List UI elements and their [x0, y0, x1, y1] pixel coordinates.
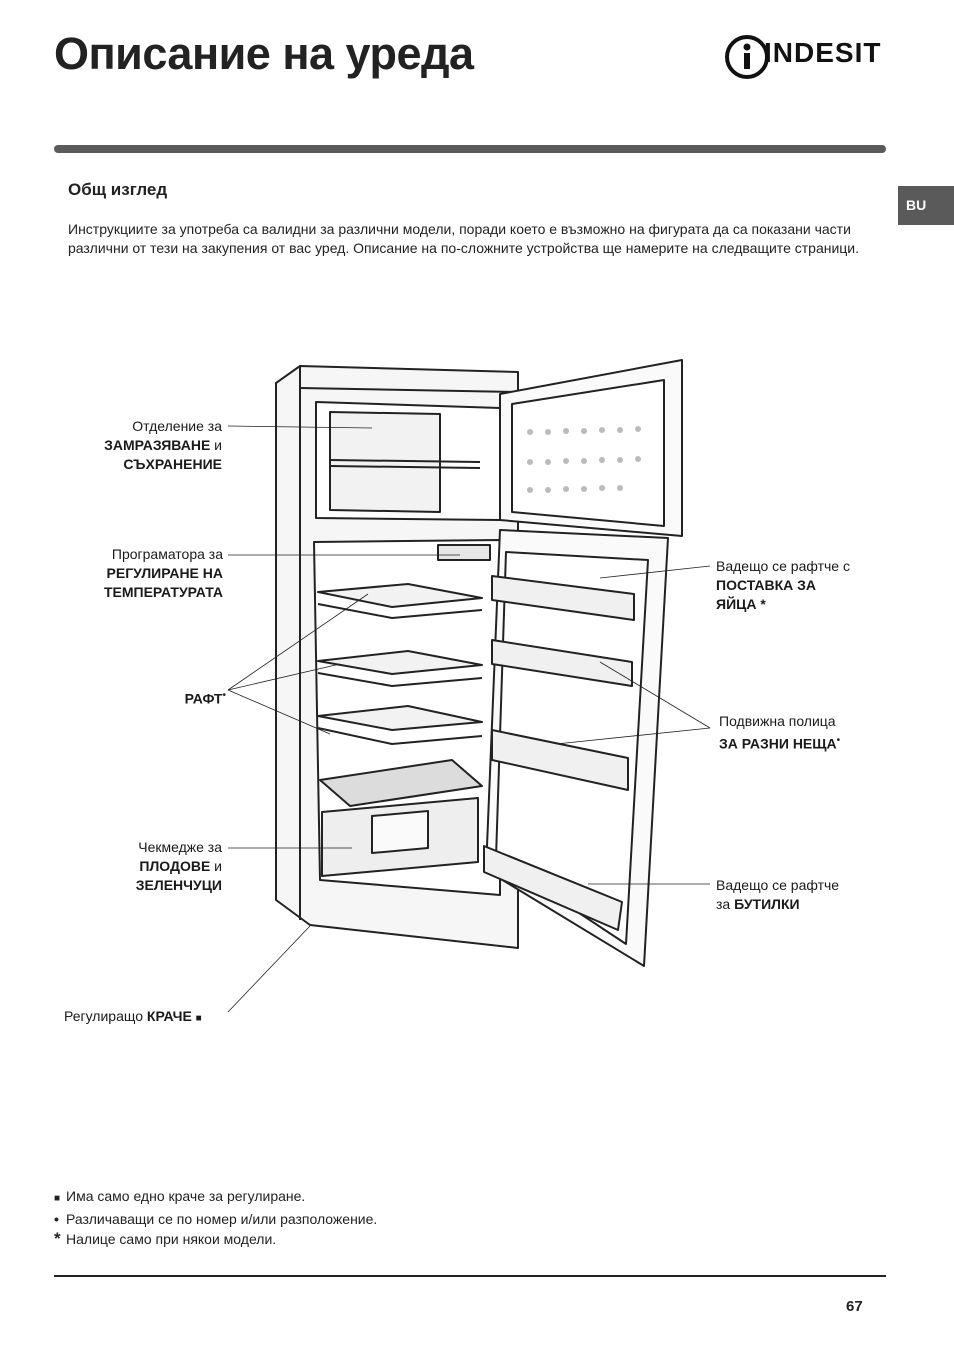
label-thermostat-line3: ТЕМПЕРАТУРАТА — [103, 584, 223, 600]
label-bottle-line2: за БУТИЛКИ — [716, 896, 800, 912]
label-bottle-rack: Вадещо се рафтче за БУТИЛКИ — [716, 876, 886, 914]
indesit-logo — [725, 35, 769, 79]
label-shelf: РАФТ• — [184, 690, 226, 707]
footnote-item: *Налице само при някои модели. — [54, 1229, 277, 1248]
fridge-illustration — [227, 359, 711, 1013]
label-thermostat-line1: Програматора за — [111, 546, 223, 562]
footnote-item: ■Има само едно краче за регулиране. — [54, 1188, 306, 1204]
page-number: 67 — [846, 1298, 863, 1315]
label-thermostat-line2: РЕГУЛИРАНЕ НА — [106, 565, 223, 581]
label-movable-line1: Подвижна полица — [719, 713, 836, 729]
label-freezer-line3: СЪХРАНЕНИЕ — [123, 456, 222, 472]
label-egg-line2: ПОСТАВКА ЗА — [716, 577, 817, 593]
label-egg-rack: Вадещо се рафтче с ПОСТАВКА ЗА ЯЙЦА * — [716, 557, 886, 614]
header-divider — [54, 145, 886, 153]
label-bottle-line1: Вадещо се рафтче — [716, 877, 840, 893]
label-crisper: Чекмедже за ПЛОДОВЕ и ЗЕЛЕНЧУЦИ — [60, 838, 222, 895]
footer-divider — [54, 1275, 886, 1277]
label-crisper-line1: Чекмедже за — [138, 839, 222, 855]
label-thermostat: Програматора за РЕГУЛИРАНЕ НА ТЕМПЕРАТУР… — [40, 545, 223, 602]
page-title: Описание на уреда — [54, 28, 474, 79]
section-heading: Общ изглед — [68, 180, 168, 199]
label-crisper-line2: ПЛОДОВЕ и — [139, 858, 222, 874]
label-egg-line1: Вадещо се рафтче с — [716, 558, 850, 574]
label-freezer-line1: Отделение за — [132, 418, 222, 434]
intro-paragraph: Инструкциите за употреба са валидни за р… — [68, 221, 860, 256]
footnote-item: •Различаващи се по номер и/или разположе… — [54, 1211, 378, 1227]
label-crisper-line3: ЗЕЛЕНЧУЦИ — [135, 877, 222, 893]
label-foot: Регулиращо КРАЧЕ ■ — [64, 1008, 202, 1024]
label-movable-shelf: Подвижна полица ЗА РАЗНИ НЕЩА• — [719, 712, 889, 754]
label-movable-line2: ЗА РАЗНИ НЕЩА• — [719, 735, 841, 752]
brand-name: INDESIT — [764, 37, 882, 68]
footnotes: ■Има само едно краче за регулиране. •Раз… — [54, 1186, 377, 1249]
label-freezer-line2: ЗАМРАЗЯВАНЕ и — [104, 437, 222, 453]
label-egg-line3: ЯЙЦА * — [716, 596, 766, 612]
label-freezer: Отделение за ЗАМРАЗЯВАНЕ и СЪХРАНЕНИЕ — [60, 417, 222, 474]
language-tab: BU — [898, 186, 954, 225]
